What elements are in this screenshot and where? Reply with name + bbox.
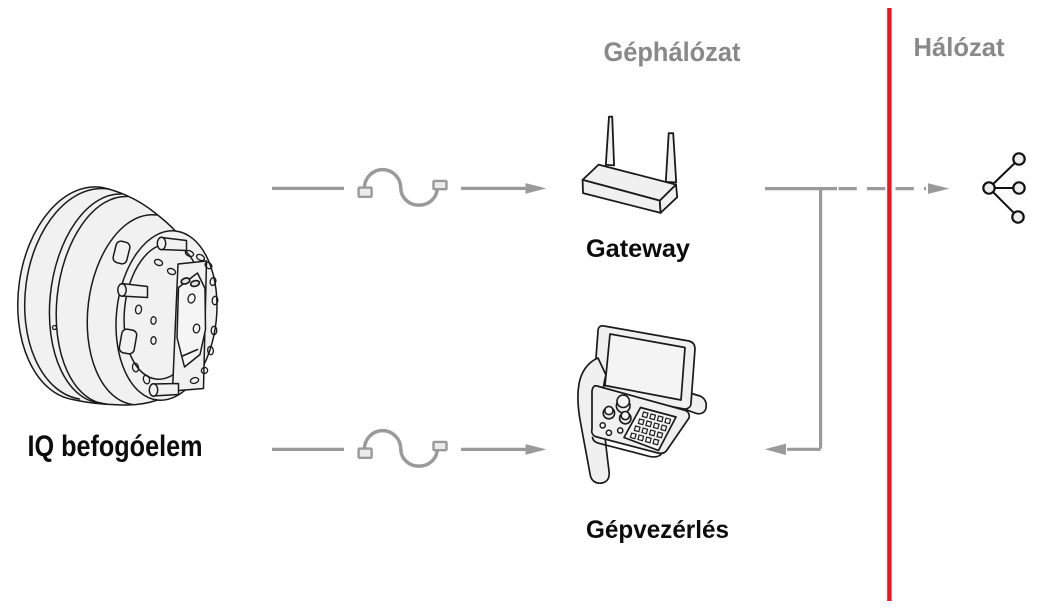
- svg-text:Géphálózat: Géphálózat: [604, 37, 741, 67]
- svg-text:Hálózat: Hálózat: [914, 32, 1005, 62]
- svg-text:Gépvezérlés: Gépvezérlés: [586, 516, 729, 544]
- svg-text:IQ befogóelem: IQ befogóelem: [28, 430, 203, 463]
- svg-text:Gateway: Gateway: [586, 235, 690, 263]
